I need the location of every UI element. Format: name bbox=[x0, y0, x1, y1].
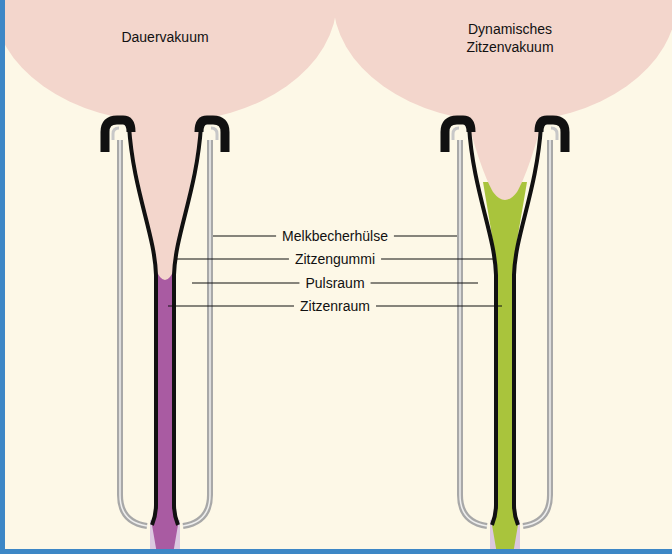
leader-line bbox=[394, 235, 457, 236]
diagram-heading: Dauervakuum bbox=[85, 28, 245, 46]
part-label: Melkbecherhülse bbox=[280, 228, 390, 245]
leader-line bbox=[371, 282, 478, 283]
part-label: Zitzengummi bbox=[293, 251, 377, 268]
leader-line bbox=[213, 235, 276, 236]
leader-line bbox=[177, 258, 289, 259]
leader-line bbox=[381, 258, 493, 259]
leader-line bbox=[168, 305, 294, 306]
part-label: Zitzenraum bbox=[298, 298, 372, 315]
leader-line bbox=[376, 305, 502, 306]
leader-line bbox=[192, 282, 299, 283]
part-label: Pulsraum bbox=[303, 275, 366, 292]
diagram-heading: Dynamisches Zitzenvakuum bbox=[450, 20, 570, 56]
